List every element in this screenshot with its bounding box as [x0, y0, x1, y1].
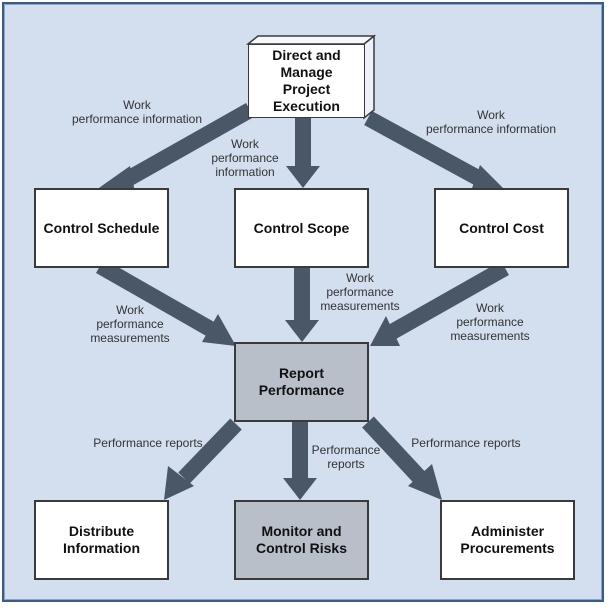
direct-manage-execution-box: Direct and Manage Project Execution [248, 44, 365, 118]
administer-procurements-box: Administer Procurements [440, 500, 575, 580]
label-wpm-center: Work performance measurements [320, 271, 400, 313]
arrowhead-report-to-procurements [408, 464, 442, 500]
label-wpi-left: Work performance information [71, 98, 203, 126]
distribute-information-box: Distribute Information [34, 500, 169, 580]
label-wpi-right: Work performance information [425, 108, 557, 136]
label-pr-left: Performance reports [93, 436, 203, 450]
arrow-report-to-procurements [362, 416, 426, 484]
top-box-depth-top [245, 35, 377, 45]
label-wpi-center: Work performance information [211, 137, 279, 179]
arrowhead-schedule-to-report [202, 314, 236, 346]
arrowhead-to-control-cost [470, 165, 505, 194]
report-performance-box: Report Performance [234, 342, 369, 422]
arrowhead-cost-to-report [370, 316, 400, 346]
arrow-cost-to-report [388, 261, 509, 339]
arrow-schedule-to-report [96, 259, 216, 337]
control-scope-box: Control Scope [234, 188, 369, 268]
arrowhead-scope-to-report [285, 320, 319, 342]
top-box-depth-right [363, 34, 375, 120]
label-wpm-left: Work performance measurements [90, 303, 170, 345]
arrowhead-report-to-distribute [164, 466, 194, 500]
monitor-control-risks-box: Monitor and Control Risks [234, 500, 369, 580]
arrowhead-to-control-scope [286, 166, 320, 188]
arrow-to-control-schedule [122, 103, 254, 187]
arrowhead-report-to-risks [283, 478, 317, 500]
label-pr-center: Performance reports [311, 443, 381, 471]
label-wpm-right: Work performance measurements [450, 301, 530, 343]
arrow-to-control-cost [364, 110, 482, 186]
label-pr-right: Performance reports [411, 436, 521, 450]
control-schedule-box: Control Schedule [34, 188, 169, 268]
arrow-report-to-distribute [178, 418, 242, 484]
control-cost-box: Control Cost [434, 188, 569, 268]
